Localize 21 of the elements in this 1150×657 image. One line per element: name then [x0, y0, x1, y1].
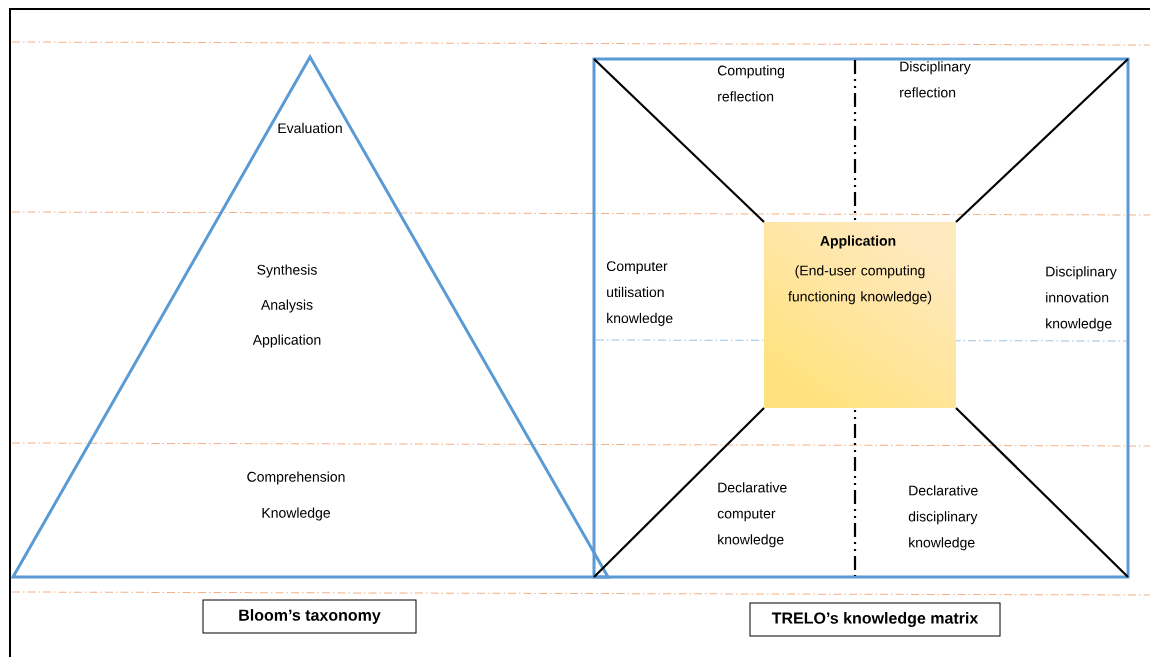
level-label: Knowledge [262, 507, 330, 521]
level-label: Synthesis [257, 264, 317, 278]
quadrant-label: Computing reflection [717, 65, 784, 102]
level-label: Comprehension [247, 471, 345, 485]
diagonal-line [955, 58, 1129, 223]
quadrant-label: Disciplinary reflection [900, 61, 971, 98]
diagonal-line [955, 407, 1129, 578]
level-label: Application [252, 334, 321, 348]
quadrant-label: Disciplinary innovation knowledge [1046, 266, 1117, 332]
box-description: (End-user computing functioning knowledge) [788, 265, 932, 305]
quadrant-label: Computer utilisation knowledge [606, 261, 673, 326]
diagonal-line [593, 407, 765, 578]
caption-box: Bloom’s taxonomy [202, 599, 417, 634]
caption-box: TRELO’s knowledge matrix [749, 602, 1001, 637]
quadrant-label: Declarative computer knowledge [717, 482, 787, 548]
diagonal-line [593, 58, 765, 223]
level-label: Analysis [260, 299, 313, 313]
level-label: Evaluation [278, 122, 342, 134]
quadrant-label: Declarative disciplinary knowledge [908, 485, 978, 551]
matrix-square [592, 57, 1130, 579]
box-title: Application [820, 235, 896, 249]
